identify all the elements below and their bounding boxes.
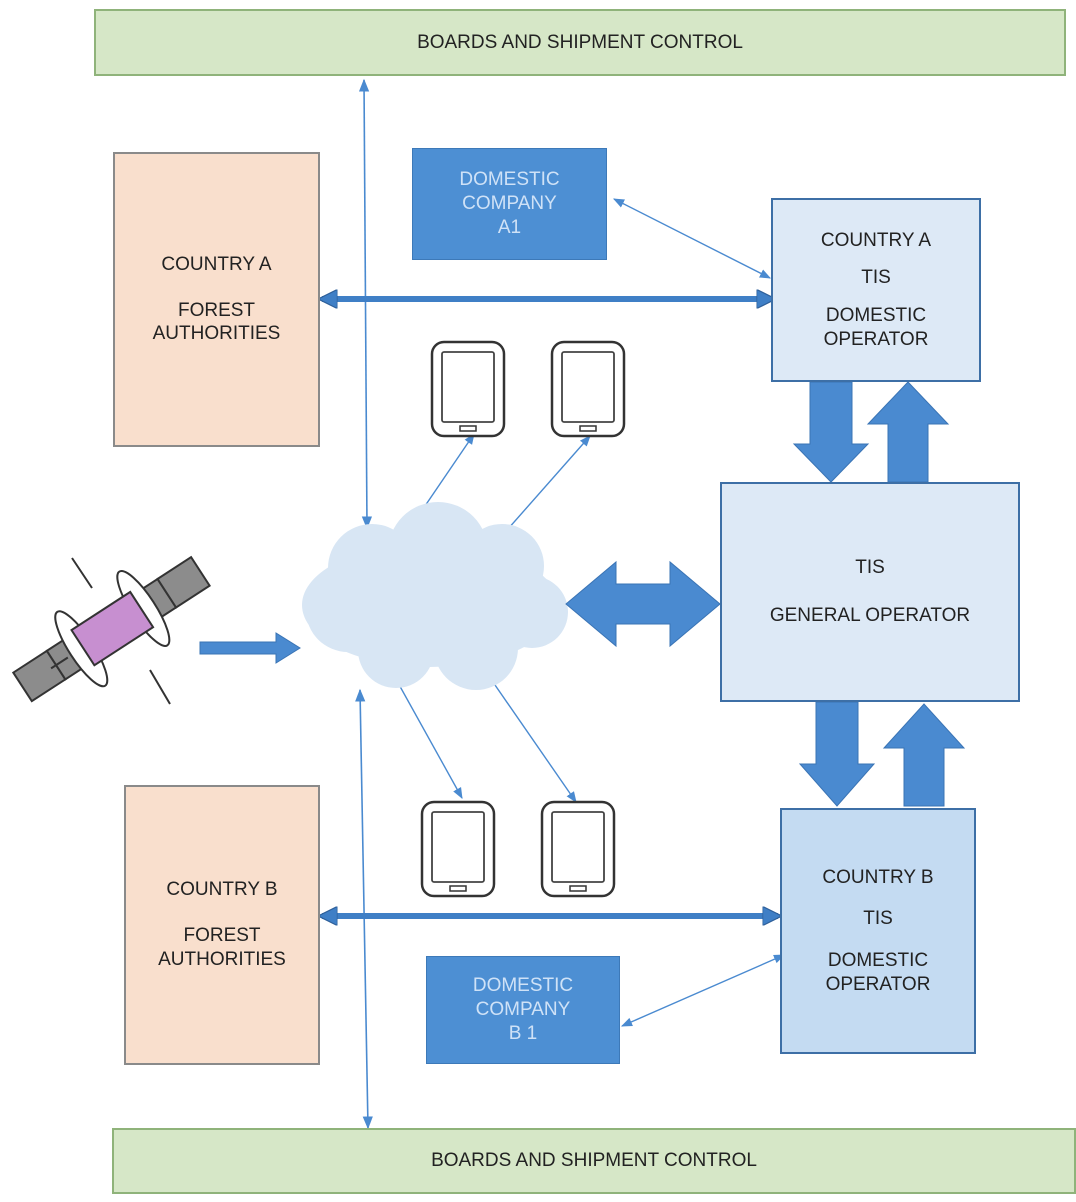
- satellite-to-cloud-arrow: [199, 632, 301, 664]
- tis-general-line1: TIS: [855, 557, 885, 579]
- company-a1-line1: DOMESTIC: [459, 169, 560, 191]
- country-b-forest-authorities-box: COUNTRY B FOREST AUTHORITIES: [124, 785, 320, 1065]
- company-b1-line2: COMPANY: [475, 999, 571, 1021]
- domestic-company-b1-box: DOMESTIC COMPANY B 1: [426, 956, 620, 1064]
- tis-general-operator-box: TIS GENERAL OPERATOR: [720, 482, 1020, 702]
- tis-a-line3: DOMESTIC: [825, 305, 927, 326]
- cloud-to-bottom-bar-connector: [355, 688, 373, 1130]
- country-a-tis-domestic-operator-box: COUNTRY A TIS DOMESTIC OPERATOR: [771, 198, 981, 382]
- bottom-shipment-control-bar: BOARDS AND SHIPMENT CONTROL: [112, 1128, 1076, 1194]
- general-to-tis-b-down-arrow: [798, 701, 876, 807]
- tablet-3-cloud-connector: [391, 671, 463, 799]
- country-b-forest-line1: COUNTRY B: [166, 879, 278, 901]
- company-b1-line1: DOMESTIC: [472, 975, 574, 997]
- tis-b-to-general-up-arrow: [882, 703, 966, 807]
- company-a1-to-tis-a-connector: [613, 198, 771, 279]
- tablet-2-cloud-connector: [499, 435, 591, 539]
- satellite-icon: [11, 555, 211, 705]
- country-a-forest-line2: FOREST: [177, 299, 256, 321]
- top-bar-label: BOARDS AND SHIPMENT CONTROL: [417, 31, 743, 53]
- country-a-forest-authorities-box: COUNTRY A FOREST AUTHORITIES: [113, 152, 320, 447]
- country-b-forest-line2: FOREST: [183, 925, 261, 947]
- domestic-company-a1-box: DOMESTIC COMPANY A1: [412, 148, 607, 260]
- tis-a-line2: TIS: [861, 267, 891, 289]
- tis-b-line3: DOMESTIC: [827, 950, 929, 971]
- tablet-icon: [550, 340, 626, 438]
- tablet-icon: [540, 800, 616, 898]
- tis-b-line1: COUNTRY B: [822, 866, 934, 888]
- company-b1-to-tis-b-connector: [620, 954, 786, 1027]
- country-b-forest-line3: AUTHORITIES: [158, 948, 286, 970]
- country-b-tis-domestic-operator-box: COUNTRY B TIS DOMESTIC OPERATOR: [780, 808, 976, 1054]
- cloud-icon: [302, 502, 568, 690]
- tis-a-line1: COUNTRY A: [820, 229, 932, 251]
- tis-a-to-general-down-arrow: [792, 381, 870, 483]
- country-a-forest-line1: COUNTRY A: [161, 253, 272, 275]
- company-a1-line3: A1: [497, 216, 522, 238]
- cloud-to-general-operator-arrow: [565, 560, 721, 648]
- tablet-4-cloud-connector: [485, 671, 577, 803]
- tablet-icon: [430, 340, 506, 438]
- company-b1-line3: B 1: [508, 1022, 538, 1044]
- bottom-bar-label: BOARDS AND SHIPMENT CONTROL: [431, 1150, 757, 1172]
- tis-general-line2: GENERAL OPERATOR: [769, 605, 971, 626]
- country-a-forest-line3: AUTHORITIES: [152, 323, 281, 345]
- top-shipment-control-bar: BOARDS AND SHIPMENT CONTROL: [94, 9, 1066, 76]
- company-a1-line2: COMPANY: [462, 193, 557, 215]
- top-bar-to-cloud-connector: [358, 78, 373, 530]
- tablet-icon: [420, 800, 496, 898]
- tis-b-line4: OPERATOR: [825, 973, 931, 995]
- general-to-tis-a-up-arrow: [866, 381, 950, 483]
- tis-b-line2: TIS: [863, 908, 893, 930]
- tis-a-line4: OPERATOR: [823, 328, 929, 350]
